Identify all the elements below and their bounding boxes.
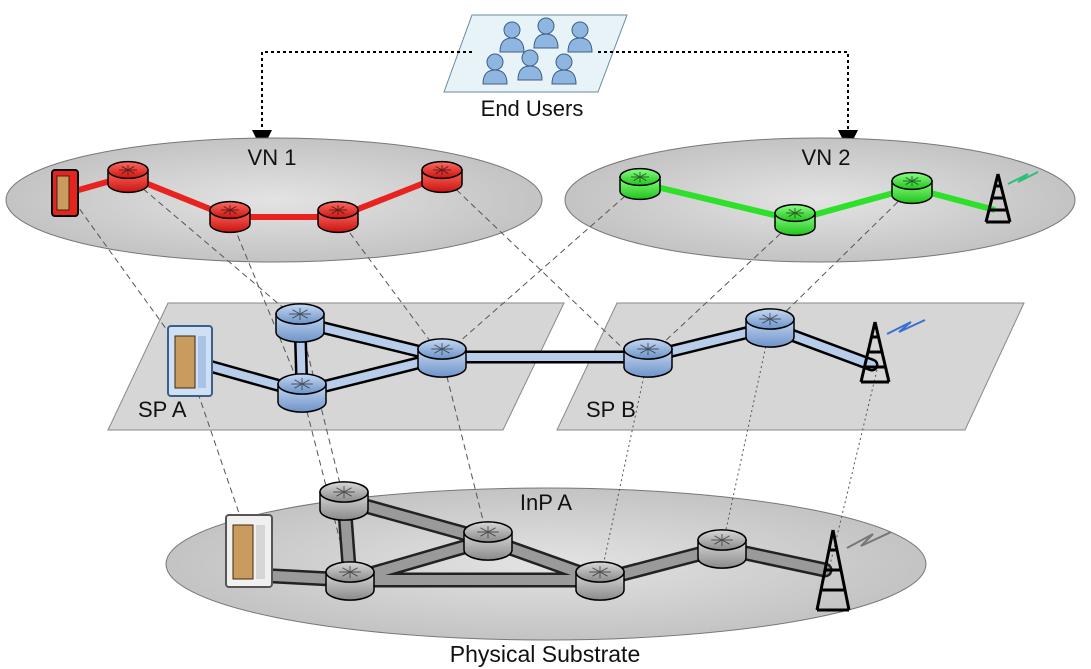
sp-b-label: SP B (586, 397, 636, 422)
end-users-label: End Users (481, 96, 584, 121)
wireless-tower-icon (859, 319, 926, 384)
inp-a-label: InP A (520, 490, 573, 515)
sp-a-label: SP A (138, 397, 187, 422)
inp-routers (319, 481, 747, 601)
vn2-label: VN 2 (802, 145, 851, 170)
sp-b-plane (556, 302, 1025, 431)
router-icon (774, 203, 816, 237)
vn2-routers (619, 167, 933, 237)
router-icon (325, 561, 375, 601)
router-icon (319, 481, 369, 521)
server-icon (225, 514, 273, 588)
router-icon (745, 308, 795, 348)
router-icon (417, 338, 467, 378)
router-icon (891, 171, 933, 205)
end-users-arrows (252, 51, 858, 150)
users-icon (482, 17, 593, 85)
router-icon (623, 338, 673, 378)
sp-routers (275, 303, 795, 413)
router-icon (209, 200, 251, 234)
server-icon (51, 169, 79, 217)
end-users-panel: End Users (443, 14, 628, 121)
router-icon (697, 529, 747, 569)
physical-substrate-label: Physical Substrate (450, 641, 640, 667)
sp-a-plane (107, 302, 565, 431)
server-icon (167, 325, 213, 397)
router-icon (275, 303, 325, 343)
router-icon (619, 167, 661, 201)
vn1-label: VN 1 (248, 145, 297, 170)
router-icon (463, 521, 513, 561)
router-icon (277, 373, 327, 413)
vn1-routers (107, 160, 463, 234)
wireless-tower-icon (815, 529, 892, 612)
router-icon (107, 160, 149, 194)
wireless-tower-icon (984, 171, 1039, 224)
router-icon (575, 561, 625, 601)
router-icon (421, 160, 463, 194)
vn2-links (639, 180, 996, 223)
router-icon (317, 200, 359, 234)
vn2-plane (564, 137, 1076, 263)
